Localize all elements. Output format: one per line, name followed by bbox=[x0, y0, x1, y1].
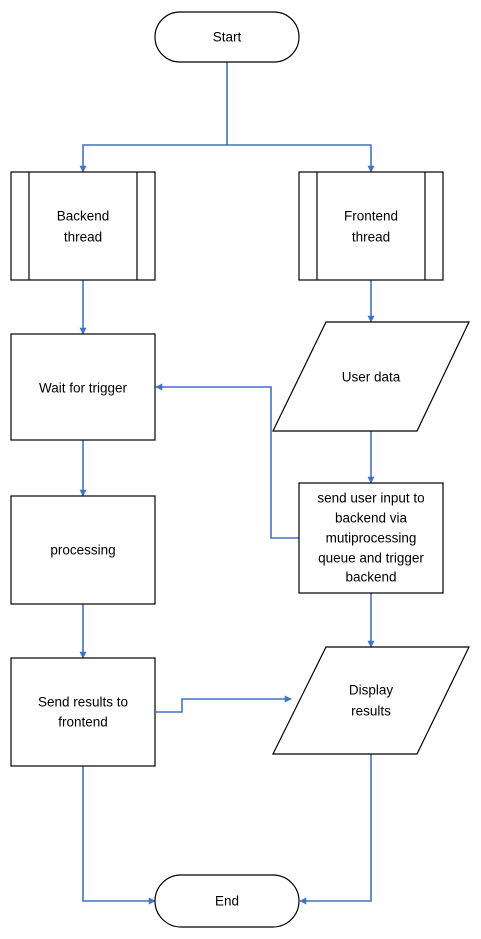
edge-display-to-end bbox=[299, 754, 372, 905]
nodes bbox=[10, 11, 470, 928]
edge-sendinput-to-wait bbox=[155, 383, 299, 539]
start-label: Start bbox=[213, 30, 242, 45]
display-results-parallelogram bbox=[272, 646, 470, 755]
backend-thread-label-2: thread bbox=[64, 230, 102, 245]
send-input-label-1: send user input to bbox=[317, 491, 424, 506]
backend-thread-box bbox=[10, 171, 156, 281]
send-results-box bbox=[10, 657, 156, 767]
edge-start-to-frontend bbox=[227, 144, 375, 173]
end-label: End bbox=[215, 894, 239, 909]
display-results-label-2: results bbox=[351, 704, 391, 719]
user-data-parallelogram bbox=[272, 321, 470, 432]
send-results-label-2: frontend bbox=[58, 715, 108, 730]
end-terminator bbox=[154, 874, 300, 928]
send-input-box bbox=[298, 482, 444, 594]
start-terminator bbox=[154, 11, 300, 63]
wait-trigger-box bbox=[10, 333, 156, 441]
send-input-label-4: queue and trigger bbox=[318, 551, 424, 566]
edge-start-to-backend bbox=[79, 62, 228, 173]
frontend-thread-box bbox=[298, 171, 444, 281]
send-input-label-3: mutiprocessing bbox=[326, 531, 417, 546]
send-results-label-1: Send results to bbox=[38, 695, 128, 710]
processing-box bbox=[10, 495, 156, 605]
edge-sendresults-to-display bbox=[156, 695, 292, 713]
user-data-label: User data bbox=[342, 370, 401, 385]
display-results-label-1: Display bbox=[349, 683, 394, 698]
processing-label: processing bbox=[50, 543, 115, 558]
backend-thread-label-1: Backend bbox=[57, 209, 110, 224]
connectors bbox=[79, 62, 375, 905]
send-input-label-2: backend via bbox=[335, 511, 408, 526]
labels: Start Backend thread Frontend thread Wai… bbox=[38, 30, 425, 909]
edge-sendresults-to-end bbox=[82, 766, 156, 905]
frontend-thread-label-2: thread bbox=[352, 230, 390, 245]
wait-trigger-label: Wait for trigger bbox=[39, 381, 128, 396]
frontend-thread-label-1: Frontend bbox=[344, 209, 398, 224]
send-input-label-5: backend bbox=[345, 570, 396, 585]
